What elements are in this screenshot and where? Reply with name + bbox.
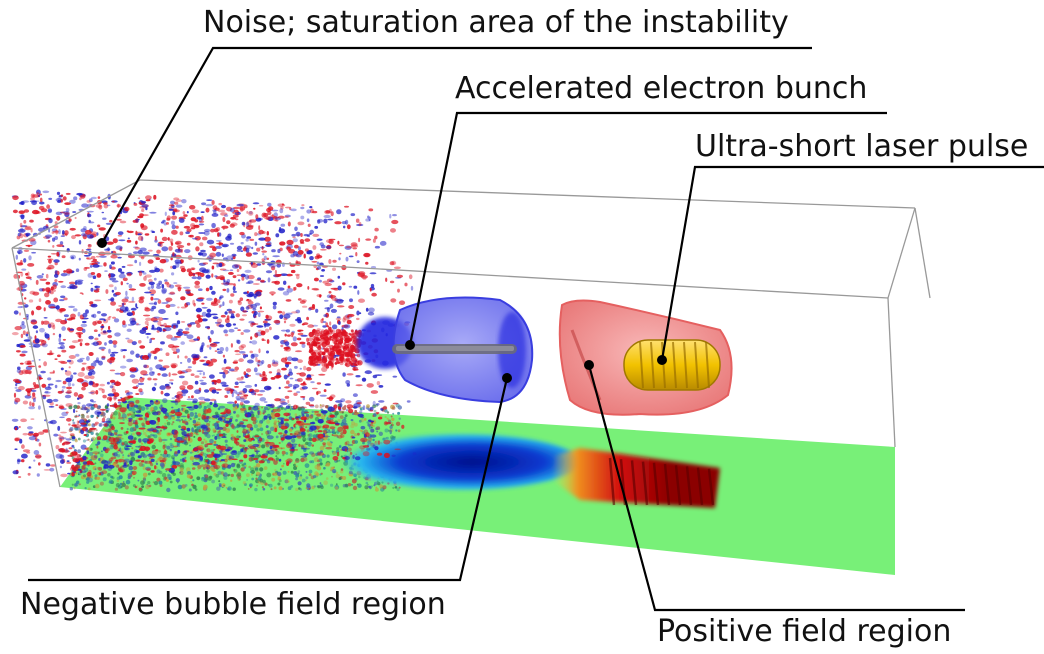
negative-field-label: Negative bubble field region [20,587,446,622]
field-pattern [340,434,720,508]
electron-bunch-label: Accelerated electron bunch [455,71,868,106]
noise-cloud [11,189,417,478]
laser-callout-line [660,165,1044,361]
negative-field-pattern [340,434,580,490]
electron-bunch [392,344,517,354]
field-stripes [608,457,715,506]
positive-callout-line [587,364,965,612]
simulation-box [11,179,931,488]
callout-dots [97,238,667,383]
noise-callout-line [101,46,812,244]
callout-lines [28,46,1044,612]
electron-callout-line [408,111,887,346]
laser-pulse [623,339,721,391]
laser-pulse-label: Ultra-short laser pulse [695,129,1029,164]
noise-label: Noise; saturation area of the instabilit… [203,5,789,40]
positive-field-label: Positive field region [657,614,952,649]
negative-callout-line [28,377,509,582]
